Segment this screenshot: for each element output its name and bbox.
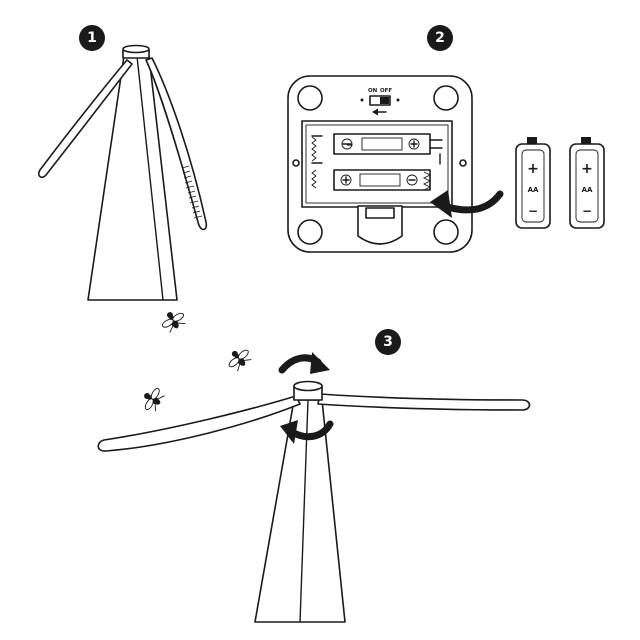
fly-icon — [161, 312, 186, 333]
battery-compartment: ON OFF − — [287, 75, 473, 253]
battery-1-label: AA — [528, 186, 539, 194]
foot-bottom-left — [297, 219, 323, 245]
fly-icon — [228, 349, 252, 372]
fan-blade-left — [37, 59, 133, 178]
fan-body-edge — [136, 55, 164, 301]
battery-1: + AA − — [515, 137, 551, 229]
battery-2: + AA − — [569, 137, 605, 229]
fan-blade-left — [97, 395, 301, 452]
foot-bottom-right — [433, 219, 459, 245]
switch-on-label: ON — [368, 88, 378, 94]
step-1-badge: 1 — [79, 25, 105, 51]
fly-icon — [144, 387, 165, 412]
power-switch[interactable]: ON OFF — [360, 88, 400, 116]
battery-2-minus: − — [582, 204, 592, 218]
blade-grip-hatch — [181, 165, 203, 219]
fan-cap — [293, 380, 323, 392]
battery-2-label: AA — [582, 186, 593, 194]
battery-1-plus: + — [527, 161, 539, 177]
switch-off-label: OFF — [380, 88, 392, 94]
step-2-badge: 2 — [427, 25, 453, 51]
step-3-number: 3 — [383, 334, 393, 350]
battery-slot-upper: − — [311, 133, 443, 164]
screw-right — [459, 159, 467, 167]
svg-text:−: − — [346, 141, 354, 151]
battery-slot-lower — [311, 153, 441, 191]
rotate-arrow-top — [278, 352, 330, 374]
fan-blade-right — [317, 393, 531, 411]
step-2-number: 2 — [435, 30, 445, 46]
insert-arrow — [430, 190, 504, 218]
step-3-badge: 3 — [375, 329, 401, 355]
foot-top-right — [433, 85, 459, 111]
battery-2-plus: + — [581, 161, 593, 177]
battery-1-minus: − — [528, 204, 538, 218]
foot-top-left — [297, 85, 323, 111]
fan-folded — [37, 44, 208, 301]
fan-spinning — [97, 380, 531, 623]
rotate-arrow-bottom — [280, 420, 334, 444]
step-1-number: 1 — [87, 30, 97, 46]
screw-left — [292, 159, 300, 167]
